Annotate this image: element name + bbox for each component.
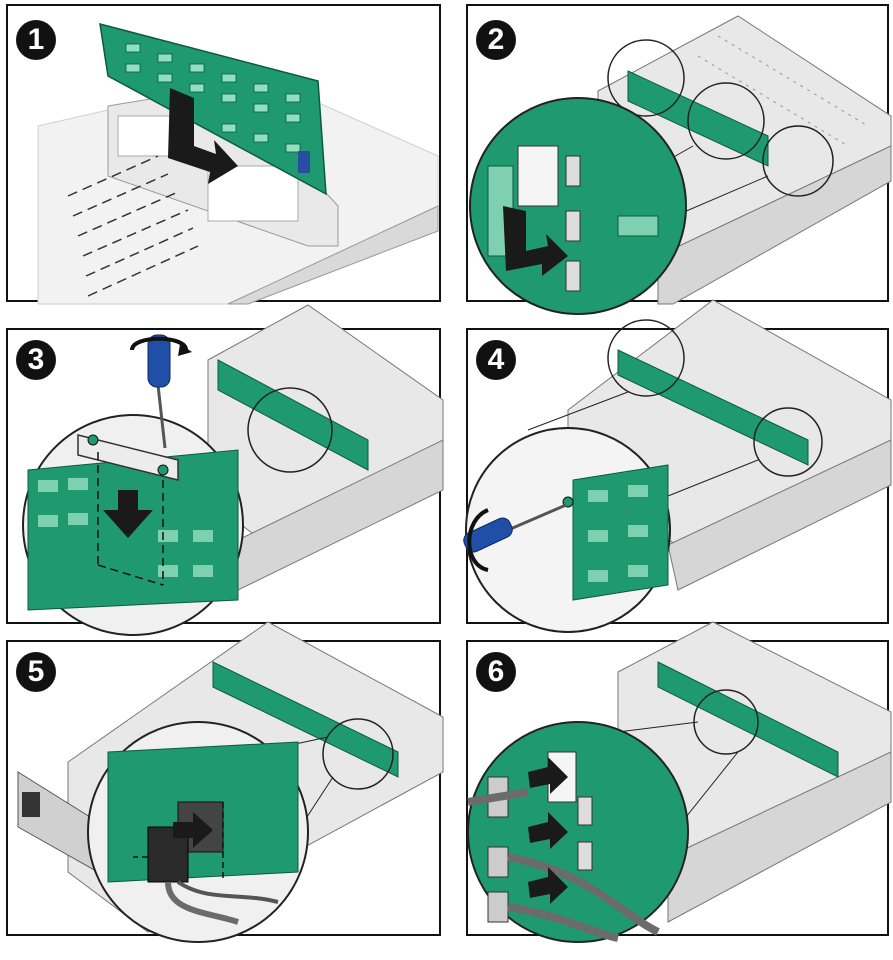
chassis-side — [667, 751, 892, 923]
screw — [87, 434, 99, 446]
step-5-illustration — [17, 621, 444, 943]
step-2-panel: 2 — [466, 4, 892, 315]
step-2-illustration — [469, 15, 892, 315]
step-1-badge: 1 — [16, 20, 56, 60]
rotate-arrow-icon — [130, 336, 188, 351]
zoom-circle-icon — [762, 125, 834, 197]
bay-grid — [697, 35, 869, 147]
bay-slot — [117, 115, 174, 157]
zoom-leader-lines — [527, 391, 759, 501]
step-6-illustration — [467, 621, 892, 943]
cable — [165, 881, 239, 925]
chassis-side — [667, 439, 892, 591]
zoom-circle-icon — [687, 82, 765, 160]
step-4-panel: 4 — [463, 299, 892, 633]
insert-arrow-icon — [528, 757, 568, 904]
zoom-circle-icon — [247, 387, 333, 473]
backplane-installed — [617, 349, 809, 466]
step-3-illustration — [22, 304, 444, 636]
rotate-arrow-icon — [467, 508, 489, 572]
backplane-connectors — [125, 43, 301, 153]
step-6-panel: 6 — [466, 621, 892, 943]
screwdriver-icon — [463, 503, 567, 553]
step-4-illustration — [463, 299, 892, 633]
zoom-circle-icon — [322, 718, 394, 790]
alignment-dashes — [133, 802, 224, 882]
chassis-side — [657, 145, 892, 305]
cable — [507, 853, 660, 936]
guide-dashes — [67, 155, 199, 297]
step-5-panel: 5 — [6, 621, 444, 943]
chassis-front — [227, 205, 439, 305]
cable — [507, 903, 619, 942]
insert-arrow-icon — [103, 490, 153, 538]
step-4-badge: 4 — [476, 340, 516, 380]
zoom-circle-icon — [753, 407, 823, 477]
disk-backplane — [99, 22, 327, 196]
cable — [176, 880, 279, 904]
step-2-badge: 2 — [476, 20, 516, 60]
rotate-arrow-head — [178, 344, 192, 356]
psu — [22, 792, 40, 817]
cable — [467, 788, 529, 806]
step-6-badge: 6 — [476, 652, 516, 692]
detail-board — [572, 464, 669, 601]
backplane-installed — [212, 661, 399, 778]
bay-slot — [207, 165, 299, 222]
zoom-circle-icon — [607, 39, 685, 117]
step-1-panel: 1 — [6, 4, 441, 305]
bracket — [77, 434, 179, 481]
insert-arrow-icon — [503, 206, 568, 276]
step-1-illustration — [37, 22, 439, 305]
insert-arrow-icon — [173, 812, 213, 848]
backplane-installed — [627, 70, 769, 167]
backplane-installed — [657, 661, 839, 778]
alignment-dashes — [97, 452, 164, 586]
step-3-badge: 3 — [16, 340, 56, 380]
screwdriver-icon — [147, 334, 171, 449]
insert-arrow-icon — [168, 88, 238, 184]
mini-connector — [298, 151, 310, 173]
zoom-circle-icon — [607, 319, 685, 397]
step-3-panel: 3 — [6, 304, 444, 636]
detail-zoom-circle — [467, 721, 689, 943]
screw — [157, 464, 169, 476]
board-cutouts — [588, 485, 648, 582]
step-5-badge: 5 — [16, 652, 56, 692]
